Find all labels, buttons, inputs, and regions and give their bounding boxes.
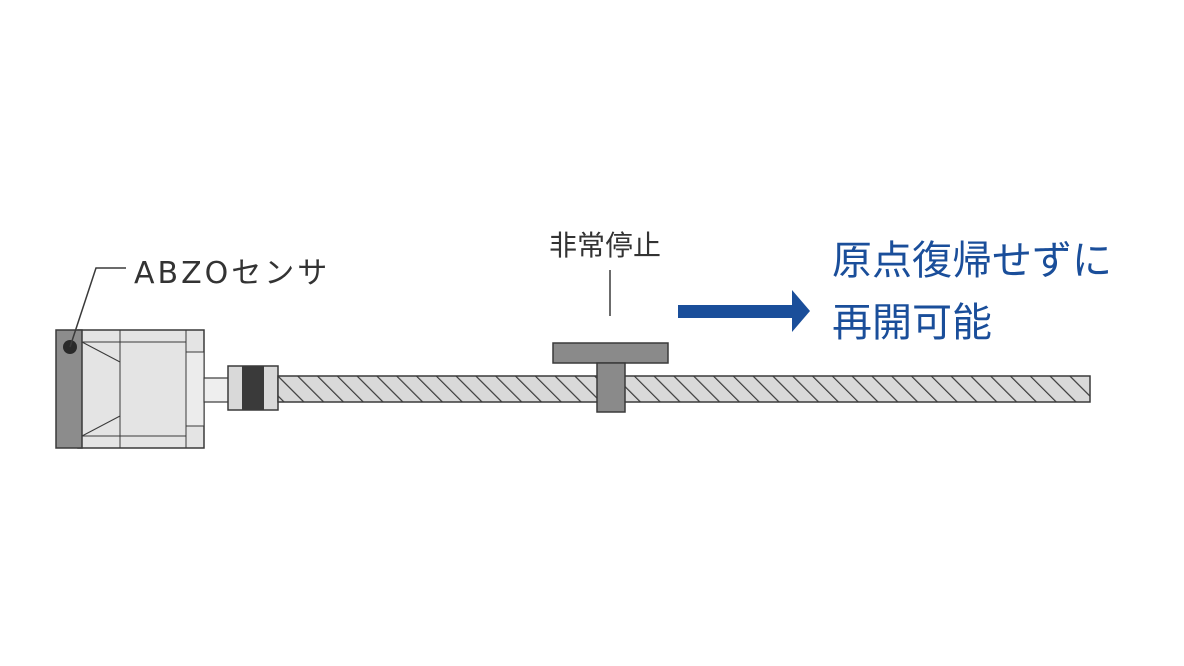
nut-body	[596, 362, 626, 413]
ball-screw	[277, 375, 1091, 403]
nut-table-top	[552, 342, 669, 364]
result-text-line-1: 原点復帰せずに	[832, 238, 1112, 284]
motor	[55, 329, 205, 449]
result-text-line-2: 再開可能	[832, 300, 992, 346]
emergency-stop-label: 非常停止	[549, 229, 662, 262]
motor-body	[77, 329, 205, 449]
arrow-right-icon	[678, 290, 810, 332]
coupling	[227, 365, 279, 411]
ball-screw-nut	[552, 342, 669, 413]
motor-shaft	[203, 377, 231, 403]
sensor-leader-line	[69, 267, 126, 348]
sensor-label: ABZOセンサ	[134, 256, 331, 291]
